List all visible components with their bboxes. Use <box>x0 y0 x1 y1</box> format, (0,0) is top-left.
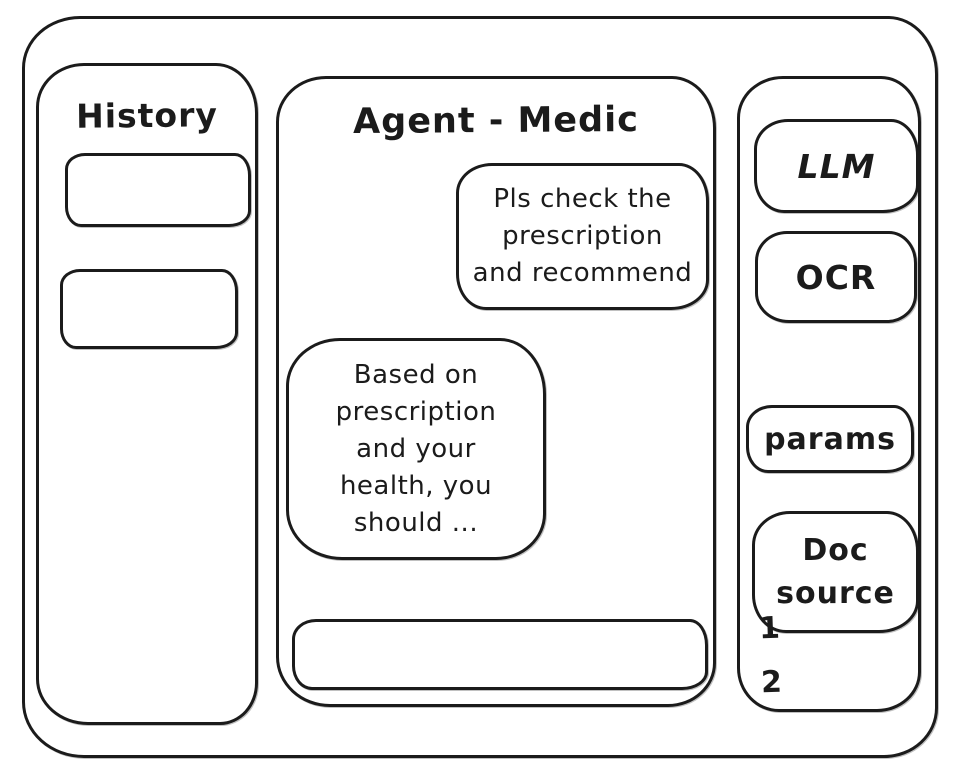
doc-source-button-line: source <box>776 576 895 611</box>
ocr-button[interactable]: OCR <box>755 231 917 323</box>
assistant-message-bubble: Based on prescription and your health, y… <box>286 338 546 560</box>
assistant-message-line: Based on <box>353 359 479 390</box>
doc-source-button-line: Doc <box>802 533 869 568</box>
doc-source-note-1: 1 <box>758 610 781 647</box>
user-message-bubble: Pls check the prescription and recommend <box>456 163 709 310</box>
doc-source-button[interactable]: Doc source <box>752 511 919 633</box>
user-message-line: prescription <box>502 221 663 251</box>
chat-panel: Agent - Medic Pls check the prescription… <box>276 76 716 707</box>
assistant-message-line: health, you <box>339 470 493 501</box>
chat-title: Agent - Medic <box>352 100 640 142</box>
history-title: History <box>75 95 219 136</box>
doc-source-note-2: 2 <box>760 664 783 701</box>
message-input[interactable] <box>292 619 708 690</box>
assistant-message-line: prescription <box>335 396 497 427</box>
history-item[interactable] <box>65 153 251 227</box>
params-button-label: params <box>764 421 896 457</box>
llm-button[interactable]: LLM <box>754 119 919 213</box>
user-message-line: and recommend <box>472 258 693 288</box>
params-button[interactable]: params <box>746 405 914 473</box>
assistant-message-line: and your <box>356 433 476 464</box>
history-item[interactable] <box>60 269 238 349</box>
llm-button-label: LLM <box>797 146 876 186</box>
user-message-line: Pls check the <box>493 184 672 214</box>
ocr-button-label: OCR <box>795 257 877 297</box>
history-panel: History <box>36 63 258 725</box>
tools-panel: LLM OCR params Doc source 1 2 <box>737 76 921 712</box>
assistant-message-line: should ... <box>353 507 479 538</box>
